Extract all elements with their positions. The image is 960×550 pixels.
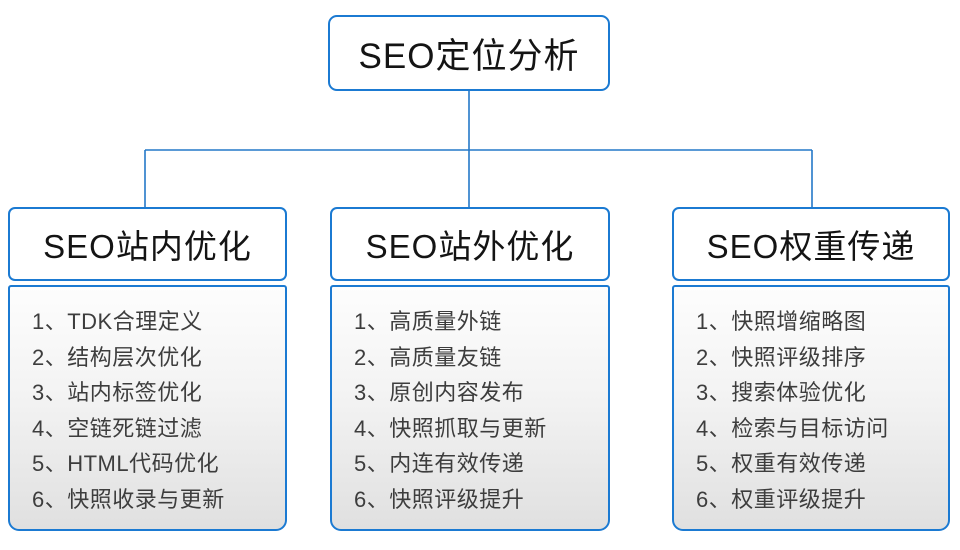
list-item: 3、站内标签优化: [32, 380, 203, 405]
list-item: 2、结构层次优化: [32, 344, 203, 370]
column-header: SEO权重传递: [672, 207, 950, 281]
list-item: 1、高质量外链: [354, 309, 502, 334]
list-item: 4、空链死链过滤: [32, 415, 203, 441]
list-item: 5、权重有效传递: [696, 451, 867, 476]
list-item: 1、快照增缩略图: [696, 309, 867, 334]
column-list: 1、高质量外链 2、高质量友链 3、原创内容发布 4、快照抓取与更新 5、内连有…: [330, 285, 610, 531]
column-header: SEO站内优化: [8, 207, 287, 281]
column-weight-transfer: SEO权重传递 1、快照增缩略图 2、快照评级排序 3、搜索体验优化 4、检索与…: [672, 207, 950, 531]
column-header-label: SEO站内优化: [43, 228, 252, 265]
list-item: 6、快照收录与更新: [32, 486, 225, 512]
list-item: 2、快照评级排序: [696, 344, 867, 370]
list-item: 4、检索与目标访问: [696, 415, 889, 441]
column-onsite-optimization: SEO站内优化 1、TDK合理定义 2、结构层次优化 3、站内标签优化 4、空链…: [8, 207, 287, 531]
column-header: SEO站外优化: [330, 207, 610, 281]
list-item: 3、搜索体验优化: [696, 380, 867, 405]
root-node-label: SEO定位分析: [358, 36, 580, 76]
list-item: 2、高质量友链: [354, 344, 502, 370]
list-item: 6、快照评级提升: [354, 486, 525, 512]
list-item: 4、快照抓取与更新: [354, 415, 547, 441]
column-header-label: SEO权重传递: [706, 228, 916, 265]
column-list: 1、TDK合理定义 2、结构层次优化 3、站内标签优化 4、空链死链过滤 5、H…: [8, 285, 287, 531]
list-item: 3、原创内容发布: [354, 380, 525, 405]
list-item: 5、HTML代码优化: [32, 451, 220, 476]
column-header-label: SEO站外优化: [365, 228, 575, 265]
list-item: 1、TDK合理定义: [32, 309, 203, 334]
list-item: 6、权重评级提升: [696, 486, 867, 512]
column-list: 1、快照增缩略图 2、快照评级排序 3、搜索体验优化 4、检索与目标访问 5、权…: [672, 285, 950, 531]
root-node: SEO定位分析: [328, 15, 610, 91]
list-item: 5、内连有效传递: [354, 451, 525, 476]
column-offsite-optimization: SEO站外优化 1、高质量外链 2、高质量友链 3、原创内容发布 4、快照抓取与…: [330, 207, 610, 531]
